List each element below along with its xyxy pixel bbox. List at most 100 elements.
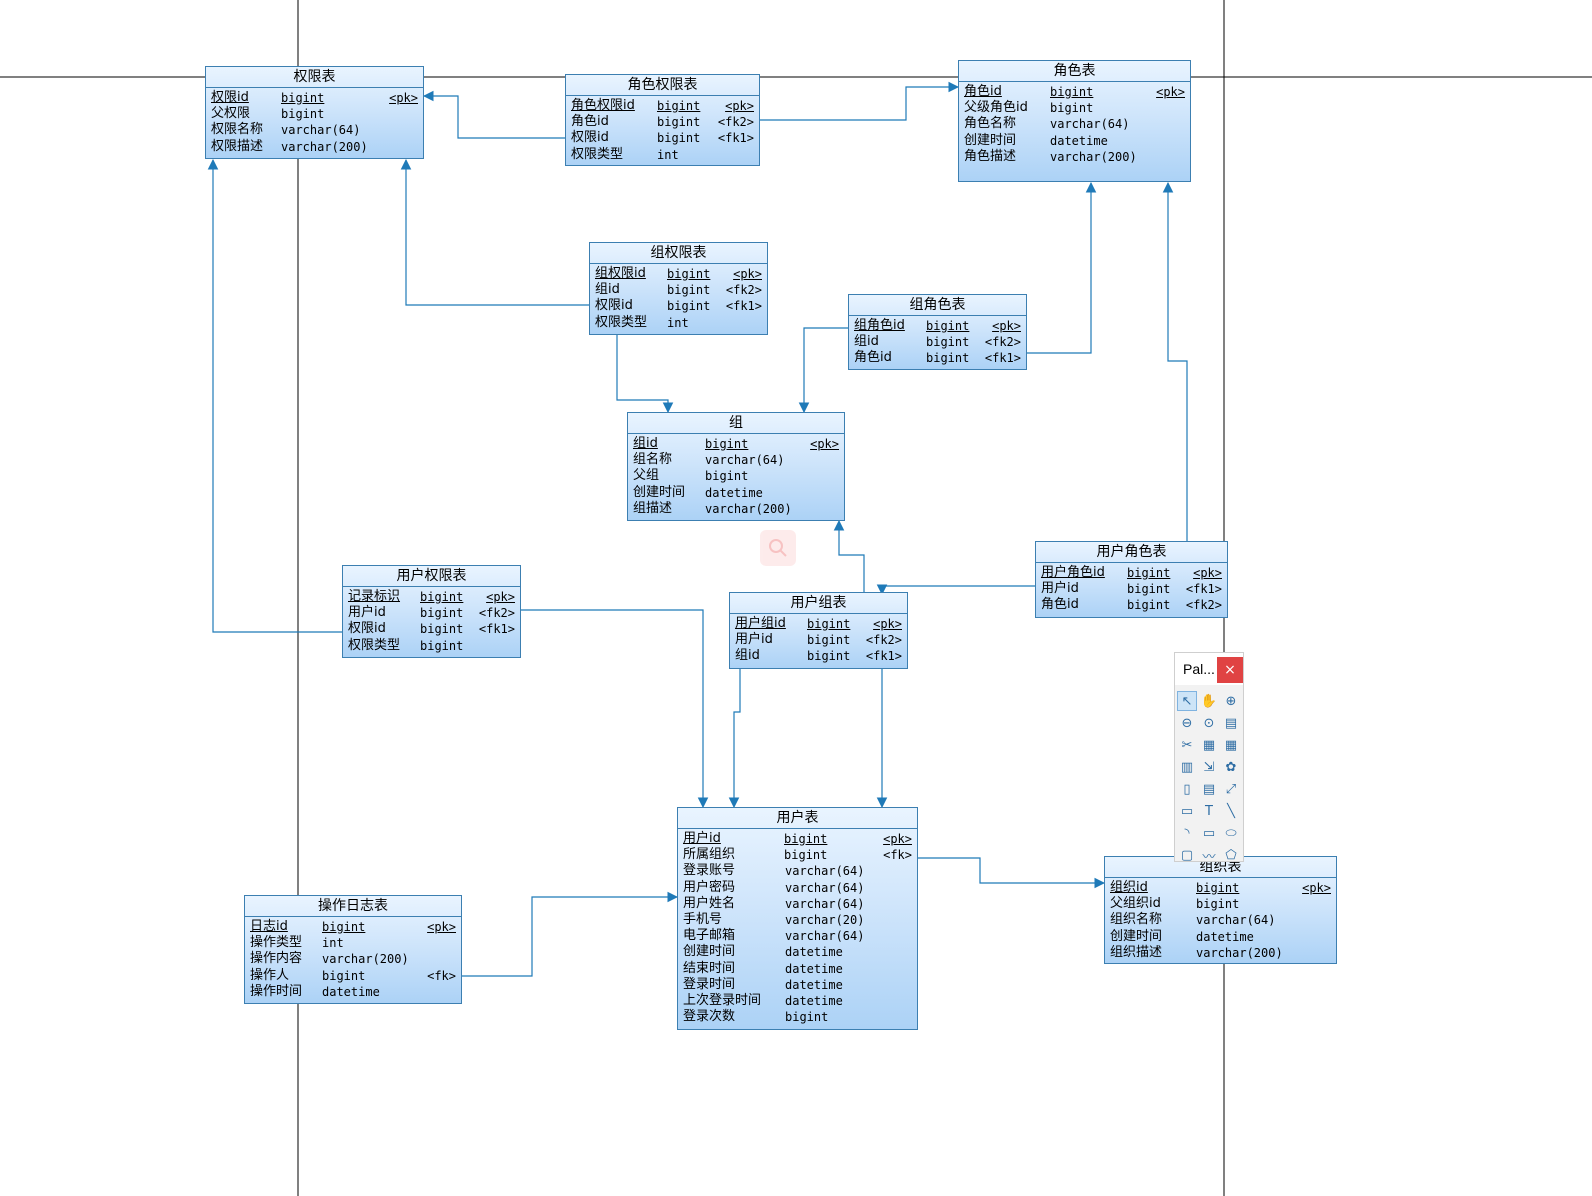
cut-icon[interactable]: ✂ [1181,737,1193,753]
zoom-out-icon[interactable]: ⊖ [1181,715,1193,731]
arc-icon[interactable]: ◝ [1184,825,1190,841]
zoom-in-icon[interactable]: ⊕ [1225,693,1237,709]
column-name: 权限id [571,130,609,146]
properties-icon[interactable]: ▤ [1224,715,1238,731]
zoom-fit-icon[interactable]: ⊙ [1203,715,1215,731]
column-key: <fk2> [478,606,515,621]
hand-icon[interactable]: ✋ [1200,693,1218,709]
procedure-icon[interactable]: ✿ [1225,759,1237,775]
rectangle-icon[interactable]: ▭ [1202,825,1216,841]
link-icon[interactable]: ⤢ [1225,781,1237,797]
palette-toolbox[interactable]: Pal... × ↖✋⊕⊖⊙▤✂▦▦▥⇲✿▯▤⤢▭T╲◝▭⬭▢〰⬠ [1174,652,1244,865]
text-icon[interactable]: T [1205,803,1213,819]
column-key: <fk> [427,968,456,983]
rounded-rect-icon[interactable]: ▢ [1180,847,1194,863]
polyline-icon[interactable]: 〰 [1202,849,1216,865]
column-type: bigint [420,622,464,637]
close-icon[interactable]: × [1217,657,1243,683]
table-icon[interactable]: ▦ [1224,737,1238,753]
package-icon[interactable]: ▦ [1202,737,1216,753]
view-icon[interactable]: ▥ [1180,759,1194,775]
file-icon[interactable]: ▯ [1183,781,1191,797]
reference-icon[interactable]: ⇲ [1203,759,1215,775]
search-overlay-icon[interactable] [760,530,796,566]
ellipse-icon[interactable]: ⬭ [1225,825,1237,841]
pointer-icon[interactable]: ↖ [1177,691,1197,711]
note-icon[interactable]: ▤ [1202,781,1216,797]
line-icon[interactable]: ╲ [1227,803,1235,819]
storage-icon[interactable]: ▭ [1180,803,1194,819]
polygon-icon[interactable]: ⬠ [1225,847,1237,863]
